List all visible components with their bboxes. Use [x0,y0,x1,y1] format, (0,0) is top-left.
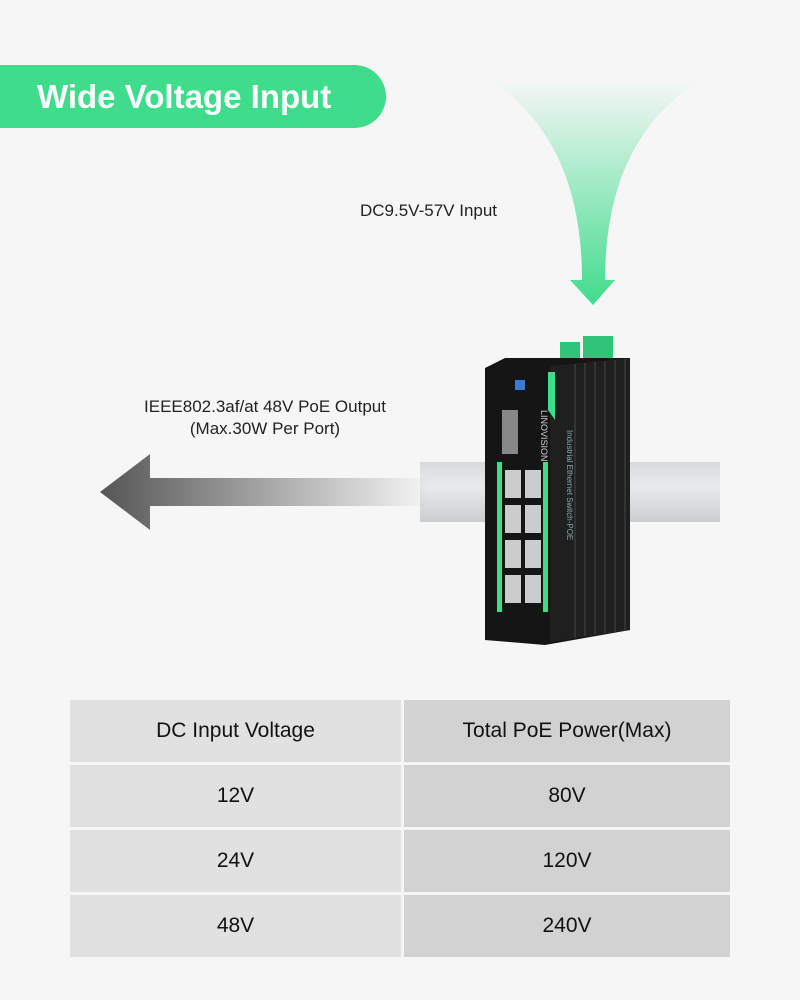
device-brand: LINOVISION [539,410,549,462]
device-side-text: Industrial Ethernet Switch-POE [565,430,574,540]
table-header: Total PoE Power(Max) [404,700,730,762]
input-voltage-label: DC9.5V-57V Input [360,201,498,220]
table-cell: 24V [70,830,401,892]
table-header: DC Input Voltage [70,700,401,762]
table-cell: 120V [404,830,730,892]
table-cell: 240V [404,895,730,957]
table-cell: 80V [404,765,730,827]
poe-output-line1: IEEE802.3af/at 48V PoE Output [144,397,386,416]
table-cell: 12V [70,765,401,827]
banner-title: Wide Voltage Input [37,78,332,115]
table-cell: 48V [70,895,401,957]
poe-output-line2: (Max.30W Per Port) [189,419,341,438]
poe-switch-device: LINOVISION Industrial Ethernet Switch-PO… [485,336,630,645]
poe-output-label: IEEE802.3af/at 48V PoE Output (Max.30W P… [120,396,410,440]
title-banner: Wide Voltage Input [0,65,386,128]
poe-output-arrow-icon [100,454,430,530]
input-arrow-icon [490,80,700,305]
